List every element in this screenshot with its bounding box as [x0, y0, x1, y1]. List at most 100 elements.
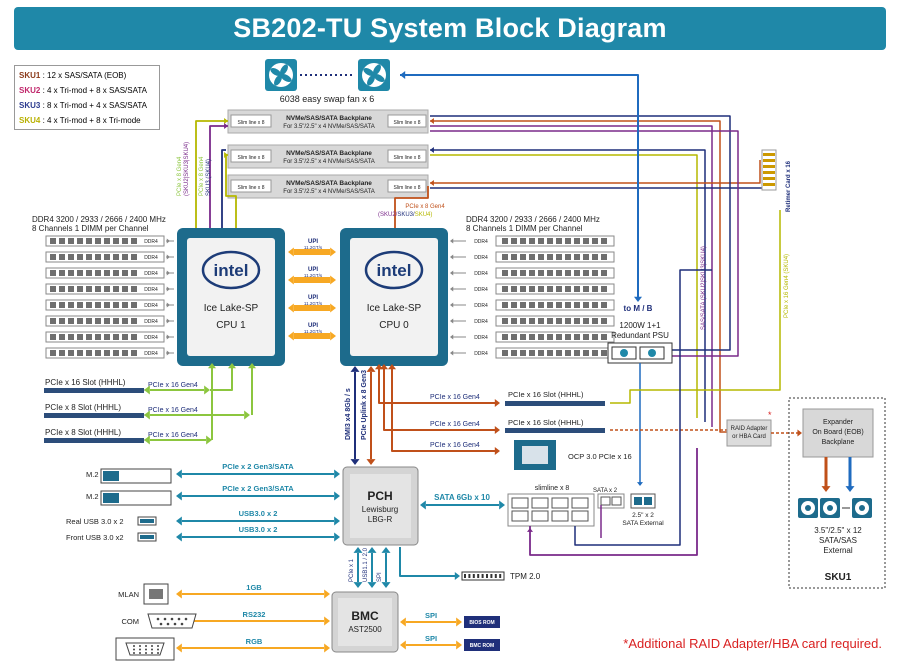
fan-blade [367, 74, 375, 86]
dimm-chip [565, 238, 571, 244]
vga-pin [151, 645, 153, 647]
dimm-chip [59, 254, 65, 260]
arrowhead-right [330, 331, 336, 341]
cpu1-pcie-label: PCIe x 8 Gen4 [199, 156, 205, 196]
to-mb-label: to M / B [624, 304, 653, 313]
legend-row-sku4: SKU4 : 4 x Tri-mod + 8 x Tri-mode [19, 113, 155, 128]
cpu1-pcie-label: PCIe x 8 Gen4 [177, 156, 183, 196]
dimm-chip [520, 238, 526, 244]
dimm-chip [86, 318, 92, 324]
arrowhead [248, 363, 256, 369]
dimm-chip [131, 350, 137, 356]
fan-label: 6038 easy swap fan x 6 [280, 94, 375, 104]
cpu0-sku-label: (SKU2/SKU3/SKU4) [378, 212, 432, 218]
dimm-chip [113, 334, 119, 340]
sata-link-label: SATA 6Gb x 10 [434, 493, 490, 502]
dimm-chip [520, 270, 526, 276]
arrowhead-up [381, 547, 391, 553]
ocp-link-label: PCIe x 16 Gen4 [430, 442, 480, 449]
dimm-chip [86, 270, 92, 276]
arrowhead-down [381, 582, 391, 588]
dimm-chip [50, 270, 56, 276]
dimm-chip [50, 302, 56, 308]
arrowhead-right [204, 385, 210, 395]
dimm-chip [50, 334, 56, 340]
dimm-chip [77, 318, 83, 324]
vga-pin [139, 645, 141, 647]
dimm-tag [140, 333, 162, 341]
fan-blade [280, 74, 292, 82]
dimm-chip [520, 254, 526, 260]
usb-tongue [140, 535, 154, 539]
pch-device-label: M.2 [86, 492, 99, 501]
ocp-label: OCP 3.0 PCIe x 16 [568, 452, 632, 461]
slimline-label: Slim line x 8 [394, 155, 421, 161]
bmc-device-label: COM [122, 617, 140, 626]
dimm-chip [104, 286, 110, 292]
external-drive-slot [634, 497, 642, 505]
dimm-chip [520, 350, 526, 356]
dimm-tag [470, 237, 492, 245]
arrowhead-left [420, 500, 426, 510]
vga-pin [151, 648, 153, 651]
dimm-chip [68, 302, 74, 308]
bmc-left-link-label: RS232 [243, 610, 266, 619]
dimm-chip [511, 238, 517, 244]
vga-pin [151, 652, 153, 654]
dimm-chip [520, 318, 526, 324]
upi-speed: 11.2GT/s [304, 301, 323, 306]
slimline-label: Slim line x 8 [394, 120, 421, 126]
arrowhead [224, 118, 228, 124]
arrowhead-down [350, 459, 360, 465]
rom-chip [464, 639, 500, 651]
dimm-arrow [450, 318, 454, 324]
cpu0-slot-link-label: PCIe x 16 Gen4 [430, 394, 480, 401]
dimm-arrow [450, 270, 454, 276]
drive-spindle [805, 505, 811, 511]
dimm-chip [511, 286, 517, 292]
sata-port [600, 496, 611, 506]
legend-row-sku3: SKU3 : 8 x Tri-mod + 4 x SAS/SATA [19, 98, 155, 113]
sas-cable [574, 269, 712, 546]
dimm-chip [583, 270, 589, 276]
pch-left-link-label: USB3.0 x 2 [239, 509, 278, 518]
dimm-chip [538, 238, 544, 244]
ocp-chip [522, 446, 548, 464]
dimm-chip [547, 302, 553, 308]
dimm-chip [565, 270, 571, 276]
left-slot-link: PCIe x 16 Gen4 [148, 407, 198, 414]
arrowhead-left [400, 617, 406, 627]
slimline-connector-right [387, 179, 427, 193]
legend-sku: SKU1 [19, 71, 41, 80]
footnote: *Additional RAID Adapter/HBA card requir… [623, 636, 882, 651]
cpu1-die [187, 238, 275, 356]
tpm-link [399, 547, 458, 577]
uplink-label: PCIe Uplink x 8 Gen3 [361, 370, 368, 440]
arrowhead [797, 429, 802, 437]
vga-pin [145, 652, 147, 654]
dimm-label: DDR4 [144, 255, 158, 261]
pch-title: PCH [367, 489, 392, 503]
intel-wordmark: intel [377, 261, 412, 280]
cpu0-slot-2 [505, 428, 605, 433]
dimm-tag [140, 285, 162, 293]
left-slot-1 [44, 388, 144, 393]
dimm-chip [50, 318, 56, 324]
dimm-chip [565, 334, 571, 340]
intel-logo [201, 250, 261, 290]
fan-blade [274, 74, 282, 86]
dimm-chip [556, 286, 562, 292]
dimm-arrow [450, 238, 454, 244]
dimm-chip [547, 286, 553, 292]
arrowhead-left [176, 516, 182, 526]
retimer-pin [763, 183, 775, 186]
pch-device-label: Real USB 3.0 x 2 [66, 517, 124, 526]
dimm-arrow [166, 302, 170, 308]
slimline-connector-left [230, 114, 272, 128]
vga-pin [145, 648, 147, 651]
intel-wordmark: intel [214, 261, 249, 280]
dimm-tag [470, 349, 492, 357]
dimm-label: DDR4 [144, 303, 158, 309]
dimm-label: DDR4 [474, 303, 488, 309]
sku1-box [788, 397, 886, 589]
